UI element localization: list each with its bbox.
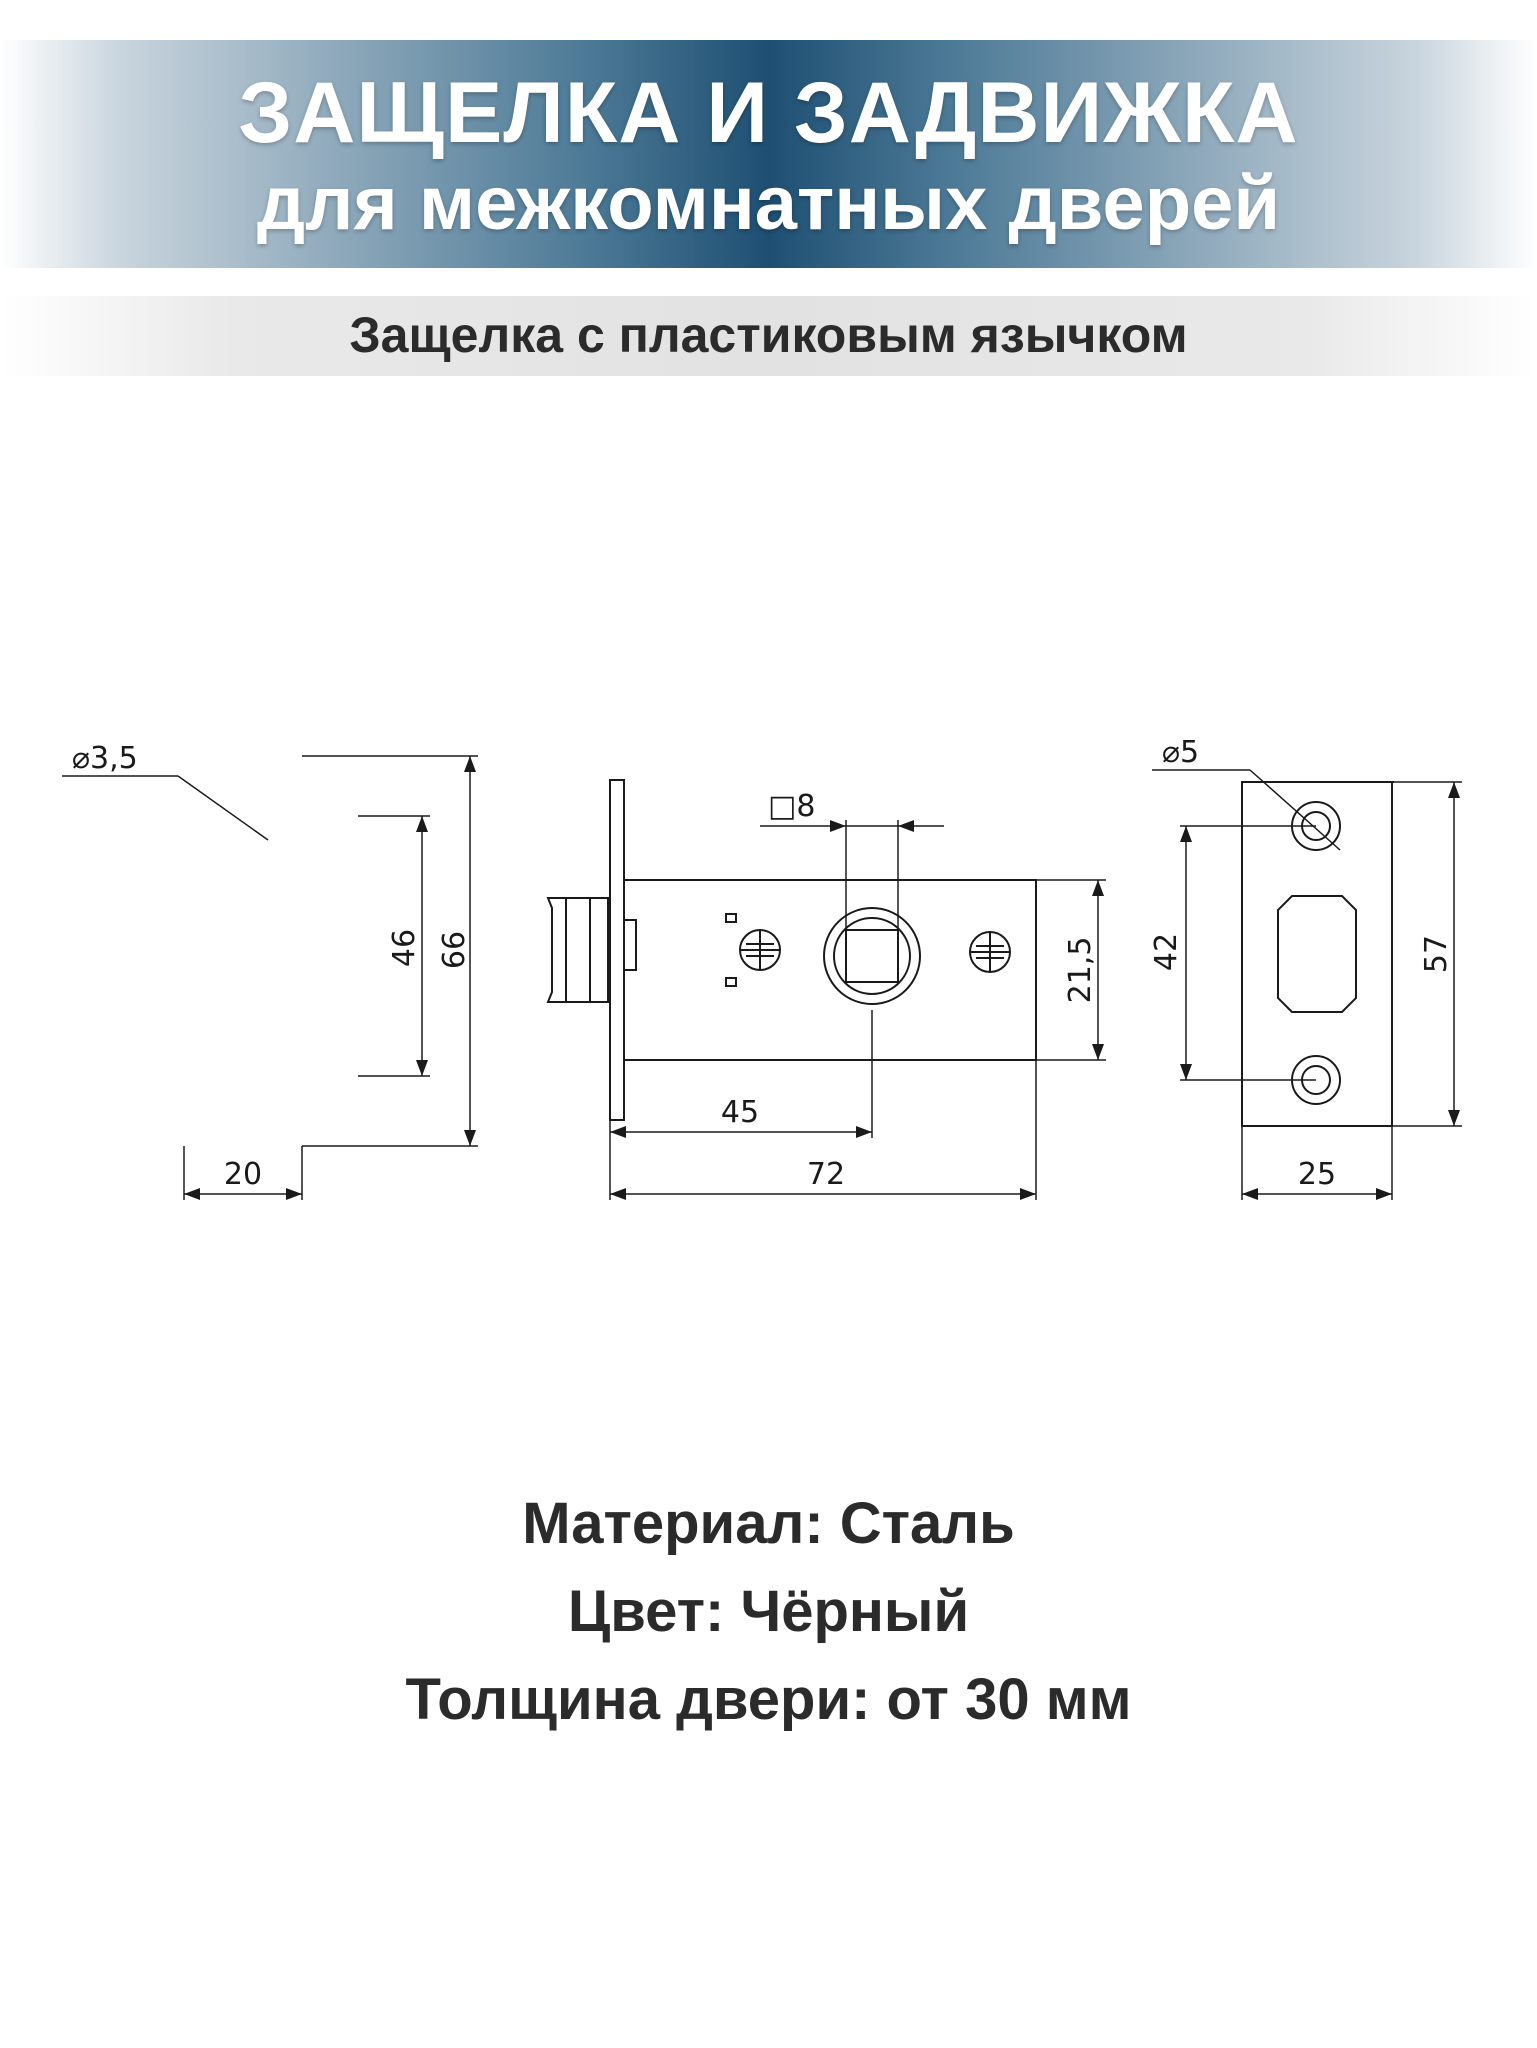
spindle-hub [823,907,921,1005]
strike-height-label: 66 [437,931,472,969]
page-subtitle: для межкомнатных дверей [256,161,1281,246]
strike-inner-height-label: 46 [387,929,422,967]
faceplate-height-label: 57 [1419,935,1454,973]
latch-body-height-label: 21,5 [1063,937,1098,1004]
spindle-square-hole [845,929,899,983]
header-banner: ЗАЩЕЛКА И ЗАДВИЖКА для межкомнатных двер… [0,40,1537,268]
latch-length-label: 72 [807,1157,845,1192]
spec-door-thickness: Толщина двери: от 30 мм [405,1667,1132,1732]
product-subtitle-strip: Защелка с пластиковым язычком [0,296,1537,376]
strike-hole-dia-label: ⌀3,5 [72,741,138,776]
technical-drawing: ⌀3,5 66 46 20 [62,735,1462,1200]
faceplate-width-label: 25 [1298,1157,1336,1192]
faceplate-hole-dia-label: ⌀5 [1162,735,1199,770]
latch-faceplate-side [609,779,625,1121]
latch-body: □8 21,5 45 72 [546,779,1106,1200]
spec-list: Материал: Сталь Цвет: Чёрный Толщина две… [0,1480,1537,1744]
screw-right [969,931,1011,973]
faceplate: ⌀5 42 57 25 [1149,735,1462,1200]
backset-label: 45 [721,1095,759,1130]
spindle-square-label: □8 [768,789,815,824]
spec-material: Материал: Сталь [522,1491,1015,1556]
latch-case [623,879,1037,1061]
spec-color: Цвет: Чёрный [567,1579,970,1644]
faceplate-outline [1241,781,1393,1127]
screw-left [725,913,781,987]
faceplate-hole-spacing-label: 42 [1149,933,1184,971]
strike-width-label: 20 [224,1157,262,1192]
faceplate-bolt-opening [1277,895,1357,1013]
latch-bolt [546,897,609,1003]
product-subtitle: Защелка с пластиковым язычком [349,307,1188,363]
page-title: ЗАЩЕЛКА И ЗАДВИЖКА [238,65,1299,161]
